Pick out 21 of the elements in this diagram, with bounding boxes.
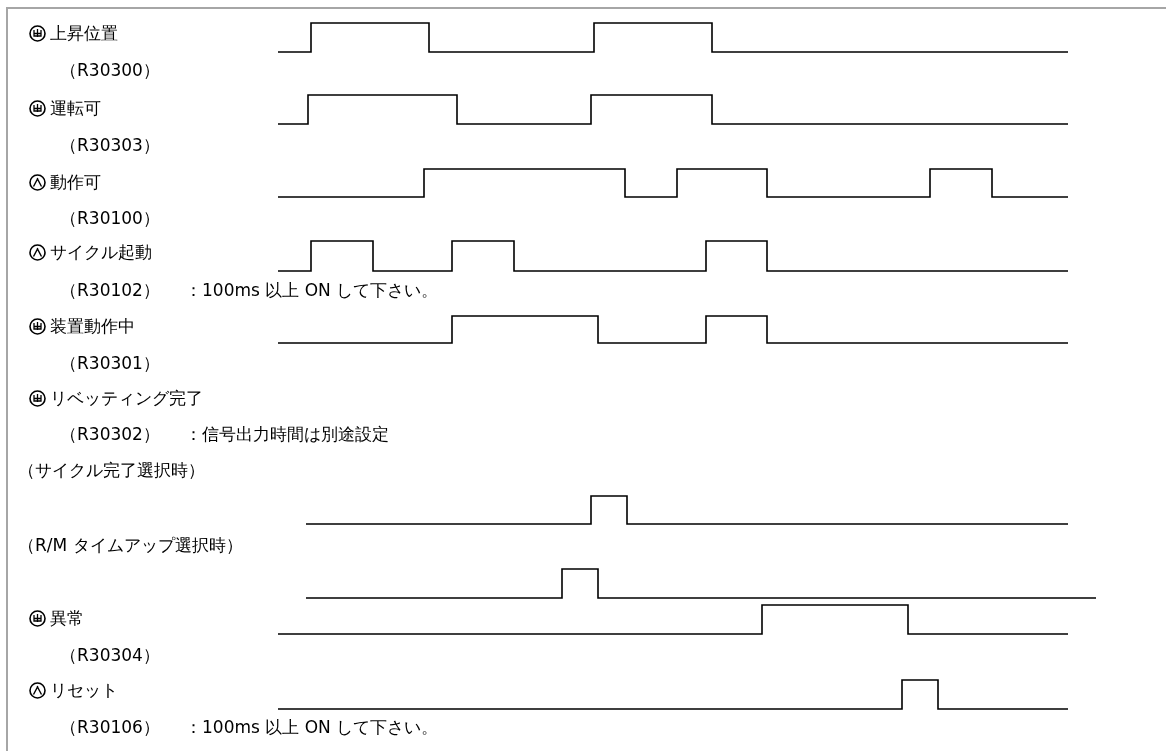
- signal-label: サイクル起動: [50, 242, 152, 262]
- signal-label: 上昇位置: [50, 23, 118, 43]
- signal-label: （R30302）: [60, 424, 160, 444]
- signal-label: 動作可: [50, 172, 101, 192]
- signal-label: 装置動作中: [50, 316, 135, 336]
- signal-label: ：100ms 以上 ON して下さい。: [185, 280, 439, 300]
- signal-label: リセット: [50, 680, 118, 700]
- signal-label: （R30303）: [60, 135, 160, 155]
- signal-label: （R30301）: [60, 353, 160, 373]
- signal-label: （R30300）: [60, 60, 160, 80]
- signal-label: （サイクル完了選択時）: [18, 460, 205, 480]
- signal-label: リベッティング完了: [50, 388, 203, 408]
- signal-label: （R30304）: [60, 645, 160, 665]
- signal-label: 運転可: [50, 98, 101, 118]
- signal-label: ：100ms 以上 ON して下さい。: [185, 717, 439, 737]
- signal-label: （R/M タイムアップ選択時）: [18, 535, 243, 555]
- signal-label: （R30100）: [60, 208, 160, 228]
- signal-label: 異常: [50, 608, 84, 628]
- signal-label: （R30102）: [60, 280, 160, 300]
- signal-label: ：信号出力時間は別途設定: [185, 424, 389, 444]
- signal-label: （R30106）: [60, 717, 160, 737]
